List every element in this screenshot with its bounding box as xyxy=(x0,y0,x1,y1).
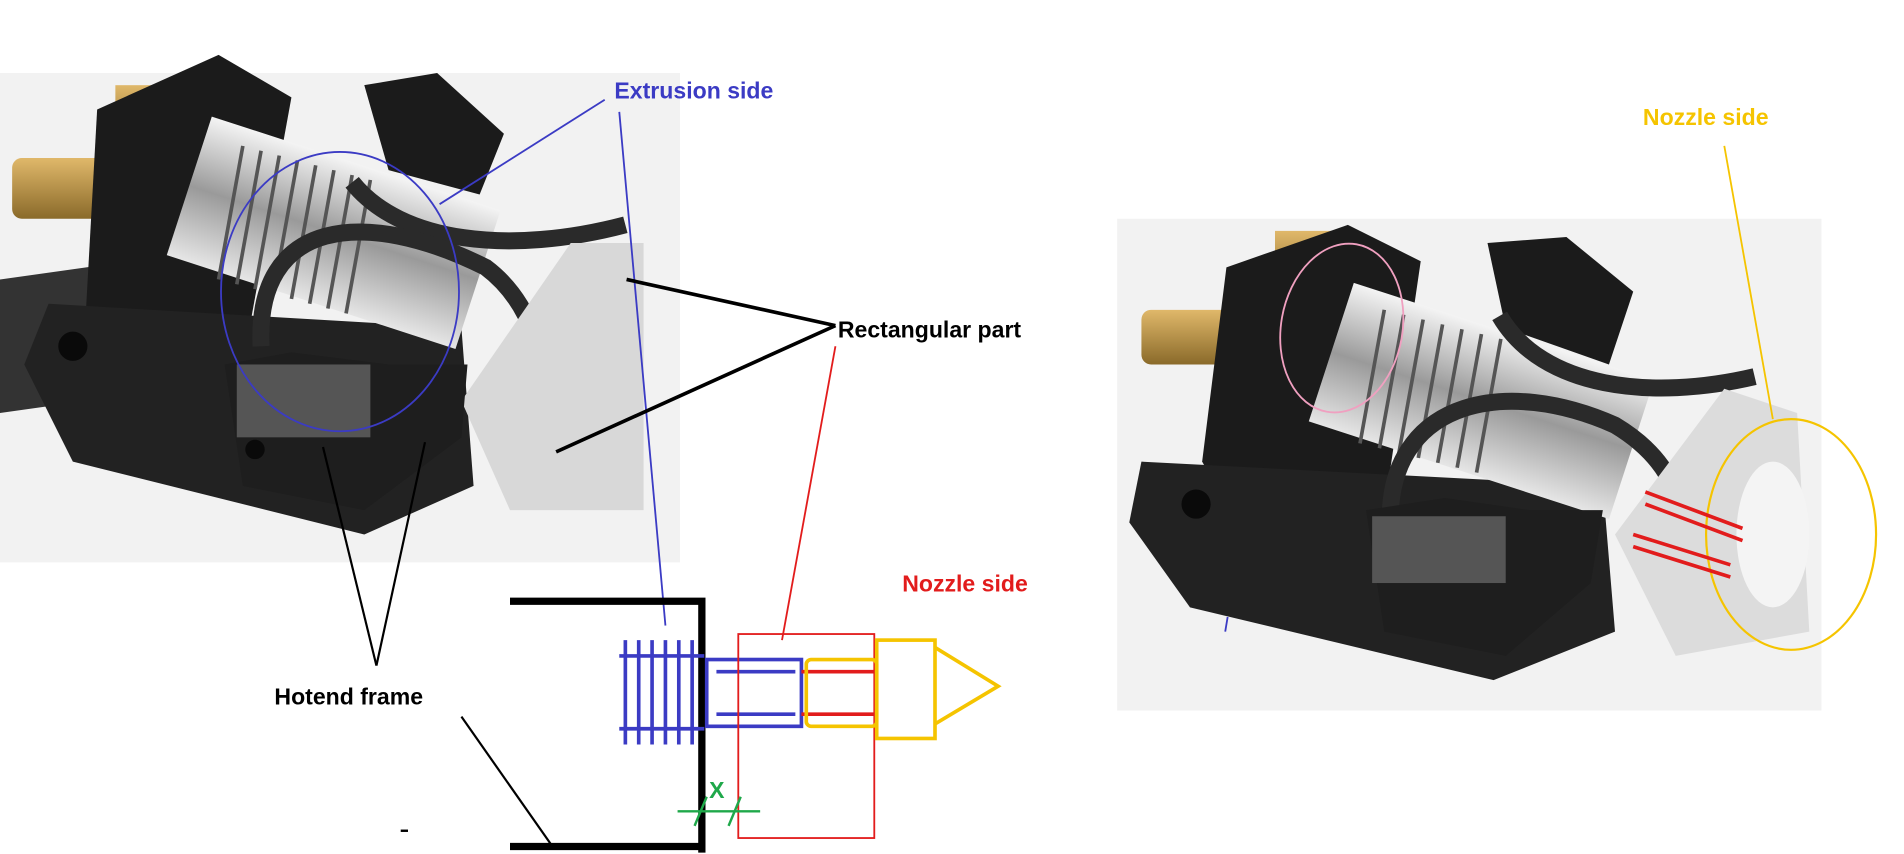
nozzle-schematic xyxy=(804,638,1002,741)
rectangular-part-schematic xyxy=(737,633,876,839)
rectangular-part-leaders xyxy=(555,277,837,454)
label-nozzle-side-yellow: Nozzle side xyxy=(1643,104,1769,130)
hotend-photo-left xyxy=(0,54,680,563)
label-nozzle-side-red: Nozzle side xyxy=(902,571,1028,597)
heatbreak-red-lines xyxy=(801,669,877,716)
hotend-frame-leaders xyxy=(321,441,554,848)
gap-x-dimension xyxy=(677,796,761,827)
nozzle-side-yellow-leader xyxy=(1723,145,1774,420)
label-extrusion-side: Extrusion side xyxy=(614,78,773,104)
hotend-frame-schematic xyxy=(509,597,706,853)
nozzle-side-leader xyxy=(781,346,837,641)
extrusion-side-marker xyxy=(220,98,667,626)
heatbreak-schematic xyxy=(704,657,804,729)
stray-blue-mark xyxy=(1224,616,1229,632)
hotend-photo-right xyxy=(1117,218,1822,711)
label-gap-x: X xyxy=(709,777,725,803)
pink-marker-ellipse xyxy=(1279,242,1405,414)
label-rectangular-part: Rectangular part xyxy=(838,317,1022,343)
nozzle-side-ellipse xyxy=(1704,418,1878,651)
nozzle-red-lines xyxy=(1632,490,1744,579)
label-hotend-frame: Hotend frame xyxy=(274,683,423,709)
heatsink-fins-schematic xyxy=(619,640,705,745)
